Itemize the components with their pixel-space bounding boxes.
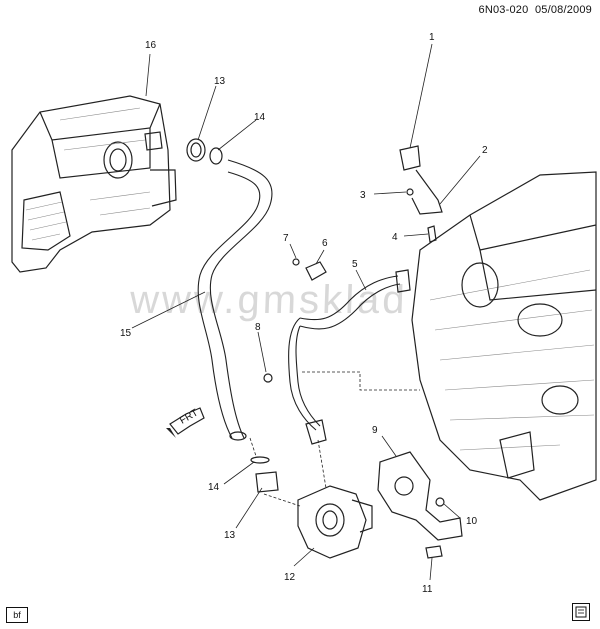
callout-13-lower: 13 bbox=[224, 530, 236, 541]
callout-13-upper: 13 bbox=[214, 76, 226, 87]
pcv-tube bbox=[288, 269, 411, 445]
outlet-hose bbox=[197, 159, 273, 441]
callout-1: 1 bbox=[429, 32, 435, 43]
callout-12: 12 bbox=[284, 572, 296, 583]
callout-14-lower: 14 bbox=[208, 482, 220, 493]
callout-7: 7 bbox=[283, 233, 289, 244]
callout-9: 9 bbox=[372, 425, 378, 436]
callout-3: 3 bbox=[360, 190, 366, 201]
callout-15: 15 bbox=[120, 328, 132, 339]
callout-8: 8 bbox=[255, 322, 261, 333]
diagram-reference: 6N03-020 05/08/2009 bbox=[479, 4, 593, 16]
callout-5: 5 bbox=[352, 259, 358, 270]
callout-10: 10 bbox=[466, 516, 478, 527]
callout-labels: 16 13 14 15 1 2 3 4 5 6 7 8 9 10 11 12 1… bbox=[120, 32, 488, 595]
seal-upper bbox=[209, 147, 223, 165]
corner-label: bf bbox=[6, 607, 28, 623]
seal-lower bbox=[250, 456, 270, 464]
front-arrow-label: FRT bbox=[178, 407, 200, 426]
callout-11: 11 bbox=[422, 584, 433, 595]
callout-16: 16 bbox=[145, 40, 157, 51]
clamp-lower bbox=[255, 471, 279, 493]
screw-small bbox=[292, 258, 300, 266]
air-cleaner-assembly bbox=[11, 95, 177, 273]
book-icon bbox=[572, 603, 590, 621]
throttle-body bbox=[297, 485, 373, 559]
engine-block bbox=[411, 171, 597, 501]
diagram-code: 6N03-020 bbox=[478, 4, 529, 16]
front-arrow: FRT bbox=[166, 407, 205, 438]
diagram-date: 05/08/2009 bbox=[534, 4, 592, 16]
callout-2: 2 bbox=[482, 145, 488, 156]
sensor bbox=[305, 261, 327, 281]
callout-6: 6 bbox=[322, 238, 328, 249]
callout-14-upper: 14 bbox=[254, 112, 266, 123]
nut-10 bbox=[435, 497, 445, 507]
clamp-upper bbox=[186, 138, 206, 162]
bolt-11 bbox=[425, 545, 443, 559]
throttle-bracket bbox=[377, 451, 463, 541]
bolt-8 bbox=[263, 373, 273, 383]
bracket-assembly bbox=[399, 145, 443, 243]
callout-4: 4 bbox=[392, 232, 398, 243]
leader-lines bbox=[131, 43, 481, 581]
